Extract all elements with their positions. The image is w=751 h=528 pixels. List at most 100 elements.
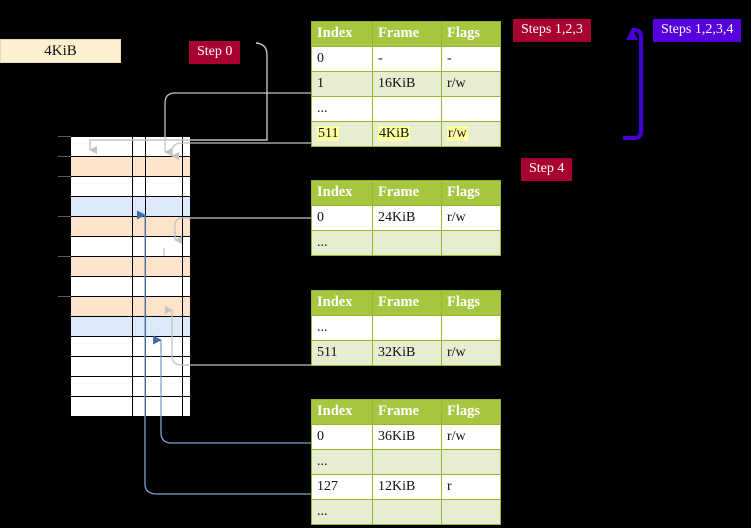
cell-frame: -: [372, 46, 442, 72]
cell-flags: r/w: [441, 205, 501, 231]
memory-column-divider-1: [132, 136, 133, 416]
cell-index: 0: [311, 424, 373, 450]
connector-pml4-row1: [164, 92, 311, 142]
memory-column-divider-2: [145, 136, 146, 416]
table-row: ...: [311, 449, 501, 475]
cell-index: ...: [311, 499, 373, 525]
steps1234-label: Steps 1,2,3,4: [661, 22, 734, 37]
table-row: ...: [311, 315, 501, 341]
table-row: ...: [311, 230, 501, 256]
memory-frame-row: [70, 336, 191, 357]
cell-flags: r: [441, 474, 501, 500]
column-header-frame: Frame: [372, 21, 442, 47]
step4-label: Step 4: [529, 161, 565, 176]
step0-label: Step 0: [197, 44, 233, 59]
memory-frame-row: [70, 156, 191, 177]
highlighted-value: 511: [317, 125, 340, 141]
physical-memory-block: [70, 136, 191, 417]
cell-frame: 36KiB: [372, 424, 442, 450]
memory-frame-row: [70, 316, 191, 337]
memory-frame-row: [70, 276, 191, 297]
connector-pml4-row511: [171, 142, 311, 160]
column-header-index: Index: [311, 290, 373, 316]
column-header-frame: Frame: [372, 180, 442, 206]
cell-flags: r/w: [441, 121, 501, 147]
steps123-label: Steps 1,2,3: [521, 22, 583, 37]
cell-flags: -: [441, 46, 501, 72]
cell-index: ...: [311, 449, 373, 475]
step4-badge: Step 4: [521, 158, 573, 181]
memory-frame-row: [70, 196, 191, 217]
column-header-frame: Frame: [372, 399, 442, 425]
cell-frame: [372, 499, 442, 525]
cell-frame: 4KiB: [372, 121, 442, 147]
cell-frame: [372, 315, 442, 341]
memory-tick: [58, 216, 71, 217]
cell-frame: [372, 449, 442, 475]
steps1234-badge: Steps 1,2,3,4: [653, 19, 742, 42]
memory-frame-row: [70, 216, 191, 237]
connector-pd-row511: [165, 306, 311, 366]
cell-frame: 12KiB: [372, 474, 442, 500]
cell-frame: 16KiB: [372, 71, 442, 97]
cell-frame: 24KiB: [372, 205, 442, 231]
cell-flags: r/w: [441, 340, 501, 366]
table-row: ...: [311, 96, 501, 122]
column-header-index: Index: [311, 180, 373, 206]
steps123-badge: Steps 1,2,3: [513, 19, 591, 42]
memory-frame-row: [70, 376, 191, 397]
cell-index: 1: [311, 71, 373, 97]
column-header-flags: Flags: [441, 21, 501, 47]
cell-index: 127: [311, 474, 373, 500]
cell-index: ...: [311, 96, 373, 122]
table-row: ...: [311, 499, 501, 525]
memory-tick: [58, 136, 71, 137]
connector-steps-bracket: [623, 28, 643, 140]
memory-tick: [58, 296, 71, 297]
cell-index: 0: [311, 205, 373, 231]
table-row: 511 4KiB r/w: [311, 121, 501, 147]
highlighted-value: r/w: [447, 125, 468, 141]
step0-badge: Step 0: [189, 41, 241, 64]
cell-flags: [441, 449, 501, 475]
memory-frame-row: [70, 356, 191, 377]
cell-frame: [372, 96, 442, 122]
memory-size-label: 4KiB: [44, 42, 77, 59]
table-row: 0--: [311, 46, 501, 72]
memory-frame-row: [70, 136, 191, 157]
cell-flags: [441, 315, 501, 341]
column-header-flags: Flags: [441, 180, 501, 206]
memory-tick: [58, 176, 71, 177]
cell-frame: [372, 230, 442, 256]
cell-flags: r/w: [441, 71, 501, 97]
cell-flags: r/w: [441, 424, 501, 450]
column-header-index: Index: [311, 399, 373, 425]
cell-flags: [441, 499, 501, 525]
column-header-index: Index: [311, 21, 373, 47]
column-header-frame: Frame: [372, 290, 442, 316]
memory-frame-row: [70, 256, 191, 277]
cell-frame: 32KiB: [372, 340, 442, 366]
cell-index: 0: [311, 46, 373, 72]
cell-index: ...: [311, 315, 373, 341]
memory-frame-row: [70, 396, 191, 417]
cell-index: ...: [311, 230, 373, 256]
memory-size-box: 4KiB: [0, 39, 121, 63]
cell-flags: [441, 96, 501, 122]
highlighted-value: 4KiB: [378, 125, 411, 141]
cell-index: 511: [311, 340, 373, 366]
column-header-flags: Flags: [441, 290, 501, 316]
